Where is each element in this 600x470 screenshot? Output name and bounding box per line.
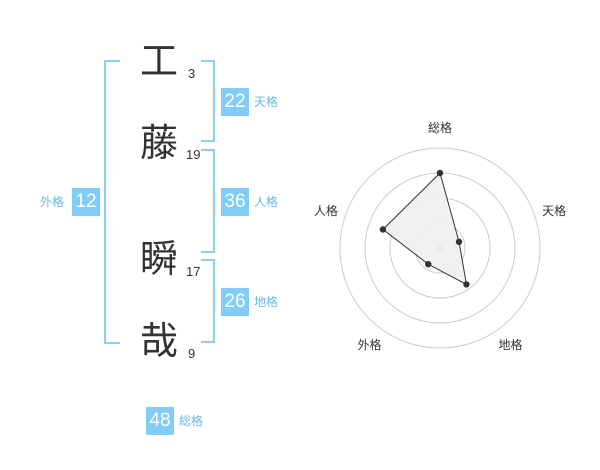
tenkaku-label: 天格: [254, 95, 279, 109]
jinkaku-value: 36: [221, 188, 249, 216]
soukaku-value: 48: [146, 407, 174, 435]
tenkaku-value: 22: [221, 88, 249, 116]
radar-ring-4: [339, 147, 541, 349]
radar-point-5: [379, 226, 387, 233]
name-char-2: 藤: [139, 121, 178, 165]
radar-point-2: [455, 238, 463, 246]
chikaku-bracket: [201, 259, 215, 343]
stroke-count-4: 9: [188, 346, 196, 361]
name-char-3: 瞬: [139, 237, 178, 281]
radar-point-1: [436, 169, 444, 177]
stroke-count-1: 3: [188, 66, 196, 81]
chikaku-value: 26: [221, 288, 249, 316]
jinkaku-bracket: [201, 149, 215, 253]
chikaku-label: 地格: [254, 295, 279, 309]
name-char-4: 哉: [139, 319, 178, 363]
radar-axis-label-4: 外格: [357, 337, 381, 352]
radar-axis-label-5: 人格: [314, 203, 338, 218]
gaikaku-value: 12: [72, 188, 100, 216]
stroke-count-3: 17: [186, 264, 201, 279]
radar-axis-label-3: 地格: [499, 337, 523, 352]
soukaku-label: 総格: [179, 414, 204, 428]
jinkaku-label: 人格: [254, 195, 279, 209]
stroke-count-2: 19: [186, 147, 201, 162]
radar-point-4: [425, 260, 432, 268]
radar-point-3: [463, 281, 470, 288]
gaikaku-label: 外格: [40, 195, 65, 209]
name-char-1: 工: [139, 39, 178, 83]
radar-axis-label-2: 天格: [542, 203, 566, 218]
radar-area: [382, 172, 468, 286]
tenkaku-bracket: [201, 60, 215, 142]
radar-axis-label-1: 総格: [428, 120, 452, 135]
gaikaku-bracket: [104, 60, 120, 344]
